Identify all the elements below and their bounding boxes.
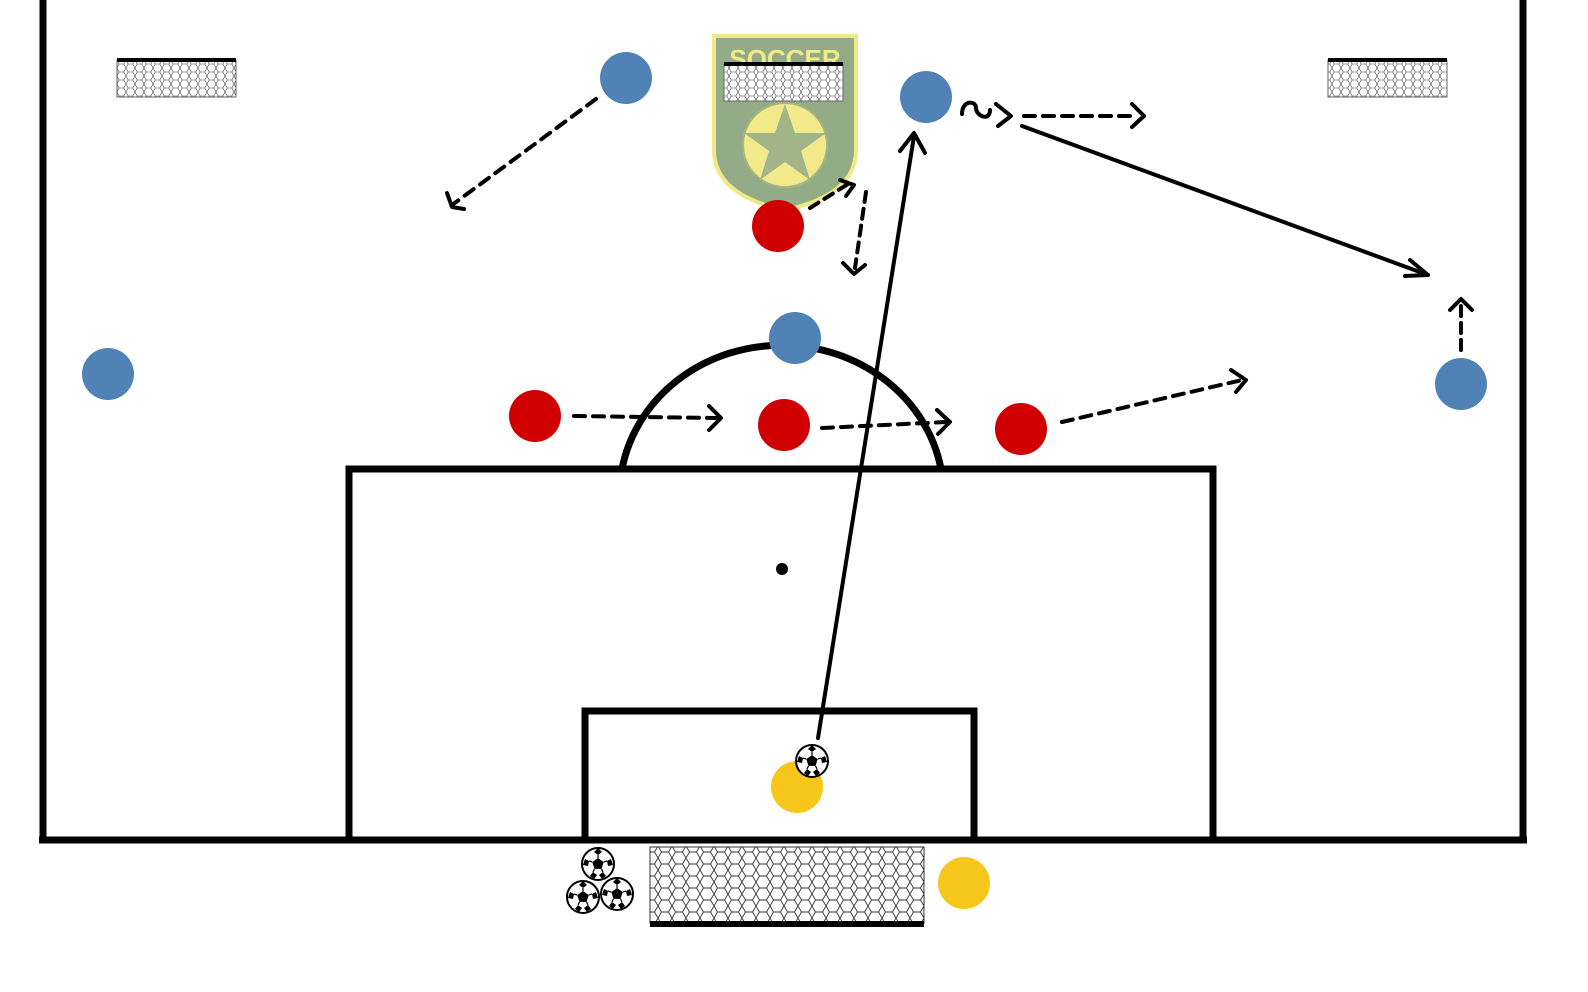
soccer-ball-icon[interactable] — [600, 877, 634, 911]
penalty-spot — [776, 563, 788, 575]
run-arrow — [572, 414, 718, 420]
arrowhead — [841, 261, 867, 276]
soccer-ball-icon[interactable] — [581, 847, 615, 881]
run-arrow — [1060, 378, 1244, 424]
red-player[interactable] — [995, 403, 1047, 455]
mini-goal-icon — [723, 62, 844, 102]
large-goal-icon — [649, 846, 925, 927]
mini-goal-icon — [116, 58, 237, 98]
blue-player[interactable] — [1435, 358, 1487, 410]
arrowhead — [994, 102, 1013, 128]
blue-player[interactable] — [900, 71, 952, 123]
pass-arrow — [816, 134, 916, 740]
arrowhead — [1403, 258, 1430, 278]
run-arrow — [808, 182, 850, 210]
server[interactable] — [938, 857, 990, 909]
run-arrow — [450, 97, 598, 207]
run-arrow — [853, 190, 868, 270]
arrowhead — [1448, 297, 1474, 312]
arrowhead — [1130, 102, 1146, 129]
run-arrow — [820, 420, 948, 430]
blue-player[interactable] — [769, 312, 821, 364]
blue-player[interactable] — [82, 348, 134, 400]
dribble-line — [960, 100, 992, 119]
soccer-ball-icon[interactable] — [795, 744, 829, 778]
red-player[interactable] — [752, 200, 804, 252]
mini-goal-icon — [1327, 58, 1448, 98]
soccer-ball-icon[interactable] — [566, 880, 600, 914]
arrowhead — [935, 408, 952, 436]
red-player[interactable] — [758, 399, 810, 451]
arrowhead — [838, 178, 856, 198]
pitch — [39, 0, 1527, 844]
blue-player[interactable] — [600, 52, 652, 104]
arrowhead — [707, 404, 723, 432]
pass-arrow — [1020, 124, 1430, 277]
arrowhead — [1229, 368, 1248, 394]
arrowhead — [445, 191, 466, 211]
goal-area — [581, 707, 978, 844]
arrowhead — [898, 131, 927, 155]
red-player[interactable] — [509, 390, 561, 442]
